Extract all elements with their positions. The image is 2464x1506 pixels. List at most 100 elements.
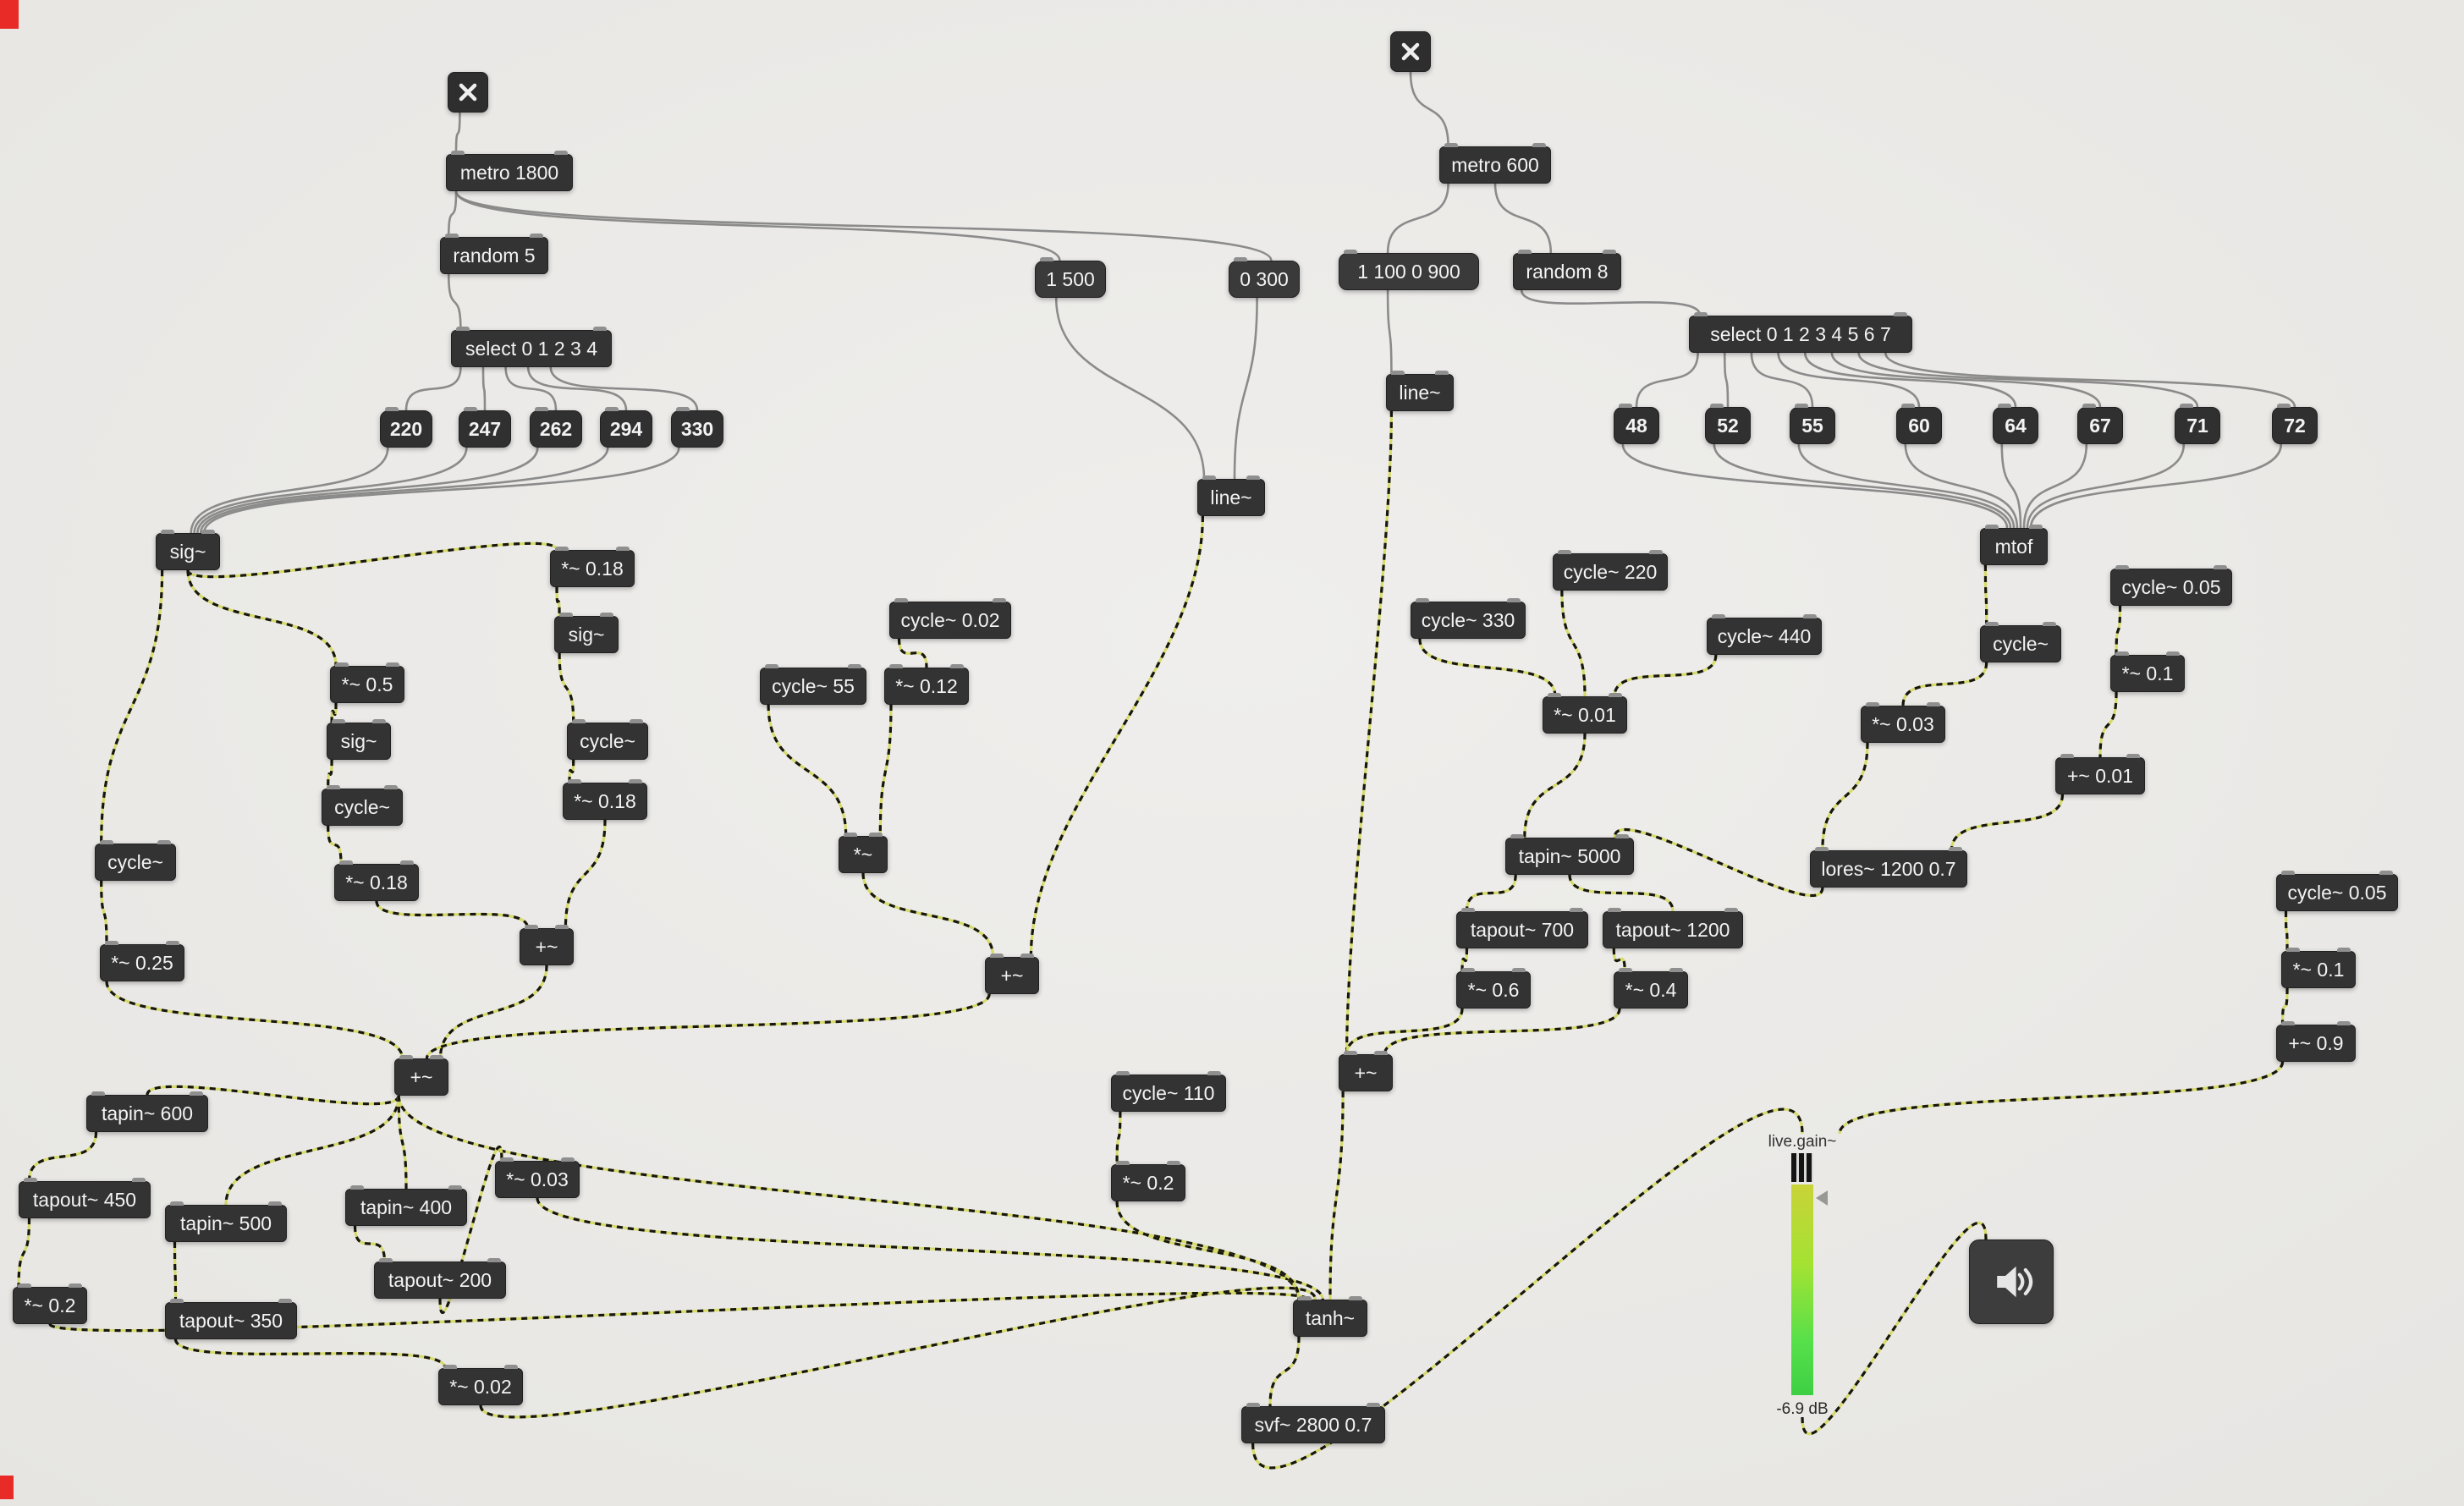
tapin-400[interactable]: tapin~ 400 [345,1185,467,1226]
speaker[interactable] [1969,1239,2054,1324]
num-64[interactable]: 64 [1993,404,2038,444]
mul-018-c[interactable]: *~ 0.18 [563,779,647,820]
add-001[interactable]: +~ 0.01 [2055,754,2145,794]
mul-002[interactable]: *~ 0.02 [438,1365,523,1405]
tapout-1200[interactable]: tapout~ 1200 [1603,908,1743,948]
tapin-5000[interactable]: tapin~ 5000 [1505,834,1634,875]
mul-04[interactable]: *~ 0.4 [1614,968,1688,1009]
control-cord[interactable] [1409,71,1449,147]
signal-cord[interactable] [2280,987,2289,1025]
sig-c[interactable]: sig~ [327,719,391,760]
cycle-d[interactable]: cycle~ [322,785,403,826]
signal-cord[interactable] [2284,910,2289,952]
signal-cord[interactable] [1029,515,1204,958]
signal-cord[interactable] [479,1286,1317,1419]
num-52[interactable]: 52 [1705,404,1751,444]
num-330[interactable]: 330 [671,407,723,448]
live-gain[interactable]: live.gain~-6.9 dB [1756,1134,1849,1417]
num-60[interactable]: 60 [1896,404,1942,444]
num-247[interactable]: 247 [459,407,511,448]
cycle-c[interactable]: cycle~ [567,719,648,760]
cycle-330[interactable]: cycle~ 330 [1411,598,1526,639]
control-cord[interactable] [1386,289,1393,375]
mul-012[interactable]: *~ 0.12 [884,664,969,705]
sig-b[interactable]: sig~ [554,613,619,653]
control-cord[interactable] [549,366,699,411]
cycle-440[interactable]: cycle~ 440 [1707,614,1822,655]
signal-cord[interactable] [1983,564,1988,626]
control-cord[interactable] [1904,443,2019,529]
control-cord[interactable] [1830,352,2102,408]
livegain-slider[interactable] [1785,1153,1828,1398]
control-cord[interactable] [1884,352,2296,408]
control-cord[interactable] [2026,443,2186,529]
cycle-220[interactable]: cycle~ 220 [1553,550,1668,591]
mul-003-a[interactable]: *~ 0.03 [495,1157,580,1198]
add-c[interactable]: +~ [394,1055,448,1096]
cycle-005-b[interactable]: cycle~ 0.05 [2276,871,2398,911]
signal-cord[interactable] [1560,590,1587,697]
control-cord[interactable] [454,112,461,155]
signal-cord[interactable] [1268,1336,1301,1407]
cycle-005-a[interactable]: cycle~ 0.05 [2110,565,2232,606]
control-cord[interactable] [2022,443,2088,529]
mul-02-b[interactable]: *~ 0.2 [1111,1161,1185,1201]
add-a[interactable]: +~ [520,925,574,965]
line-b[interactable]: line~ [1386,371,1454,411]
control-cord[interactable] [1233,297,1258,480]
control-cord[interactable] [447,273,462,331]
signal-cord[interactable] [173,1241,178,1303]
num-220[interactable]: 220 [380,407,432,448]
mul-003-b[interactable]: *~ 0.03 [1861,702,1945,743]
control-cord[interactable] [2000,443,2022,529]
mul-001[interactable]: *~ 0.01 [1543,693,1627,734]
control-cord[interactable] [454,190,1273,261]
mul-025[interactable]: *~ 0.25 [100,941,184,981]
control-cord[interactable] [481,366,487,411]
random-8[interactable]: random 8 [1513,250,1621,290]
toggle-right[interactable] [1390,31,1431,72]
signal-cord[interactable] [100,880,108,945]
tanh[interactable]: tanh~ [1293,1296,1367,1337]
tapout-450[interactable]: tapout~ 450 [19,1178,151,1218]
tapout-350[interactable]: tapout~ 350 [165,1299,297,1339]
num-294[interactable]: 294 [600,407,652,448]
control-cord[interactable] [202,447,680,534]
mtof[interactable]: mtof [1980,525,2048,565]
control-cord[interactable] [1635,352,1699,408]
num-55[interactable]: 55 [1790,404,1835,444]
cycle-002[interactable]: cycle~ 0.02 [889,598,1011,639]
msg-0-300[interactable]: 0 300 [1229,257,1300,298]
signal-cord[interactable] [100,569,164,844]
toggle-left[interactable] [448,72,488,113]
control-cord[interactable] [504,366,558,411]
control-cord[interactable] [1054,297,1206,480]
control-cord[interactable] [1777,352,1921,408]
control-cord[interactable] [1520,289,1702,316]
mul-018-d[interactable]: *~ 0.18 [334,860,419,901]
control-cord[interactable] [526,366,628,411]
control-cord[interactable] [1750,352,1814,408]
mul-01-a[interactable]: *~ 0.1 [2110,651,2185,692]
control-cord[interactable] [1386,183,1449,254]
signal-cord[interactable] [861,872,995,958]
control-cord[interactable] [193,447,468,534]
mul-018-a[interactable]: *~ 0.18 [550,547,635,587]
cycle-mtof[interactable]: cycle~ [1980,622,2061,662]
control-cord[interactable] [1857,352,2199,408]
num-48[interactable]: 48 [1614,404,1659,444]
metro-1800[interactable]: metro 1800 [446,151,573,191]
control-cord[interactable] [1797,443,2016,529]
control-cord[interactable] [199,447,609,534]
mul-02-a[interactable]: *~ 0.2 [13,1283,87,1324]
control-cord[interactable] [190,447,389,534]
control-cord[interactable] [404,366,462,411]
signal-cord[interactable] [438,965,548,1059]
tapout-700[interactable]: tapout~ 700 [1456,908,1588,948]
mul-06[interactable]: *~ 0.6 [1456,968,1531,1009]
control-cord[interactable] [1493,183,1553,254]
signal-cord[interactable] [186,569,338,667]
tapout-200[interactable]: tapout~ 200 [374,1258,506,1299]
num-71[interactable]: 71 [2175,404,2220,444]
